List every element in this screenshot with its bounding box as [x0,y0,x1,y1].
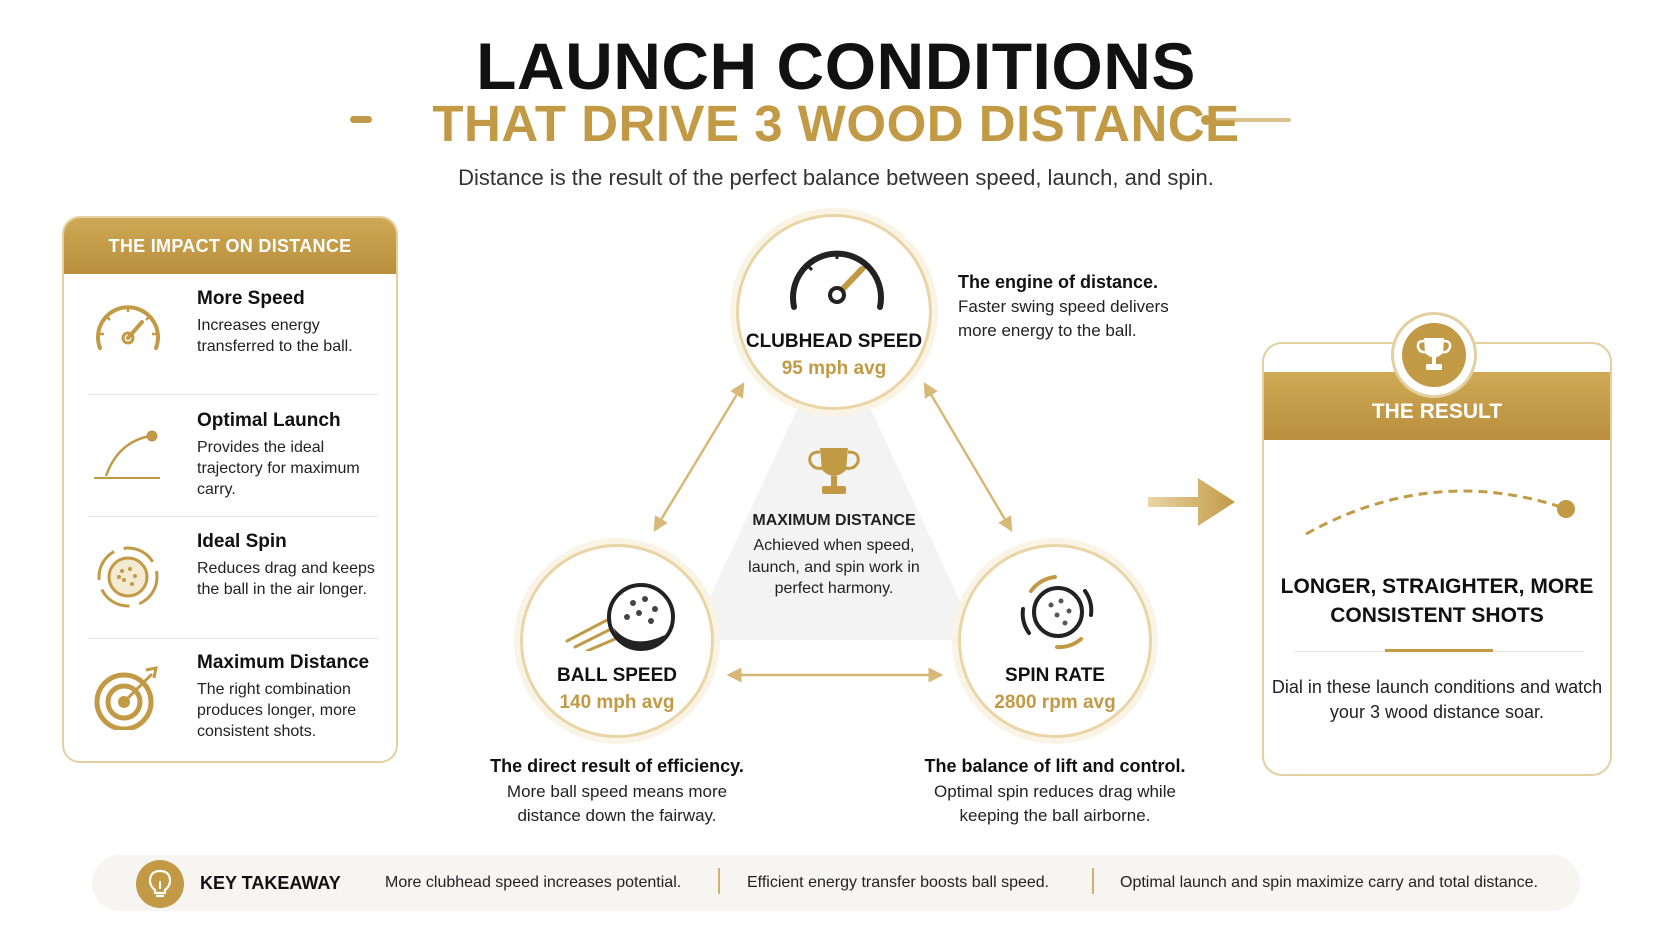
lightbulb-badge [136,860,184,908]
node-label: BALL SPEED [556,665,677,686]
impact-item-description: Provides the ideal trajectory for maximu… [197,439,360,498]
trajectory-curve [1305,489,1575,536]
impact-item-description: Increases energy transferred to the ball… [197,317,353,355]
node-label: SPIN RATE [1005,665,1105,686]
target-icon [94,666,158,730]
key-takeaway-label: KEY TAKEAWAY [200,873,341,893]
golf-ball-motion-icon [565,583,675,651]
trophy-icon [1416,338,1452,370]
impact-item-description: Reduces drag and keeps the ball in the a… [197,560,375,598]
center-title: MAXIMUM DISTANCE [752,512,916,529]
result-description: Dial in these launch conditions and watc… [1271,677,1603,722]
arrow-clubhead-ball [653,382,745,532]
result-trophy-badge [1391,312,1477,398]
node-value: 140 mph avg [559,692,675,713]
note-title: The engine of distance. [958,272,1159,292]
note-title: The direct result of efficiency. [490,756,744,776]
note-text: Faster swing speed delivers more energy … [958,297,1169,340]
takeaway-point: More clubhead speed increases potential. [385,874,682,891]
accent-line [1385,649,1493,652]
result-title: LONGER, STRAIGHTER, MORE CONSISTENT SHOT… [1280,575,1594,627]
key-takeaway-bar [92,855,1580,911]
trophy-icon [808,448,860,494]
speedometer-icon [790,250,884,310]
impact-item-title: Maximum Distance [197,652,370,673]
note-text: Optimal spin reduces drag while keeping … [934,782,1176,825]
impact-panel: THE IMPACT ON DISTANCE More Speed Increa… [62,216,398,763]
node-value: 95 mph avg [781,358,887,379]
impact-item-title: Ideal Spin [197,531,287,552]
center-description: Achieved when speed, launch, and spin wo… [748,537,920,597]
takeaway-separator [718,868,720,894]
note-title: The balance of lift and control. [924,756,1186,776]
spinning-golf-ball-icon [1020,575,1094,650]
takeaway-separator [1092,868,1094,894]
spin-ball-icon [97,546,159,608]
takeaway-point: Efficient energy transfer boosts ball sp… [747,874,1050,891]
launch-trajectory-icon [94,430,160,479]
node-spin-rate: SPIN RATE 2800 rpm avg [958,544,1152,738]
title-dash-right [1201,115,1291,125]
lightbulb-icon [148,869,172,898]
takeaway-point: Optimal launch and spin maximize carry a… [1120,874,1538,891]
divider [88,394,378,395]
note-text: More ball speed means more distance down… [506,782,728,825]
impact-item-distance: Maximum Distance The right combination p… [88,642,378,761]
node-ball-speed: BALL SPEED 140 mph avg [520,544,714,738]
impact-panel-title: THE IMPACT ON DISTANCE [64,218,396,274]
impact-item-launch: Optimal Launch Provides the ideal trajec… [88,400,378,520]
page-tagline: Distance is the result of the perfect ba… [458,165,1214,190]
impact-item-title: Optimal Launch [197,410,341,431]
page-subtitle-gold: THAT DRIVE 3 WOOD DISTANCE [432,95,1240,152]
node-value: 2800 rpm avg [994,692,1116,713]
node-label: CLUBHEAD SPEED [745,331,923,352]
result-arrow [1148,478,1235,526]
title-dash-left [350,116,372,123]
impact-item-spin: Ideal Spin Reduces drag and keeps the ba… [88,521,378,641]
page-title: LAUNCH CONDITIONS [476,29,1196,103]
speedometer-icon [96,305,160,350]
divider [88,516,378,517]
result-card: THE RESULT [1262,342,1612,776]
node-clubhead-speed: CLUBHEAD SPEED 95 mph avg [736,214,932,410]
impact-item-speed: More Speed Increases energy transferred … [88,278,378,398]
impact-item-description: The right combination produces longer, m… [197,681,357,740]
arrow-clubhead-spin [923,382,1013,532]
divider [88,638,378,639]
impact-item-title: More Speed [197,288,305,309]
